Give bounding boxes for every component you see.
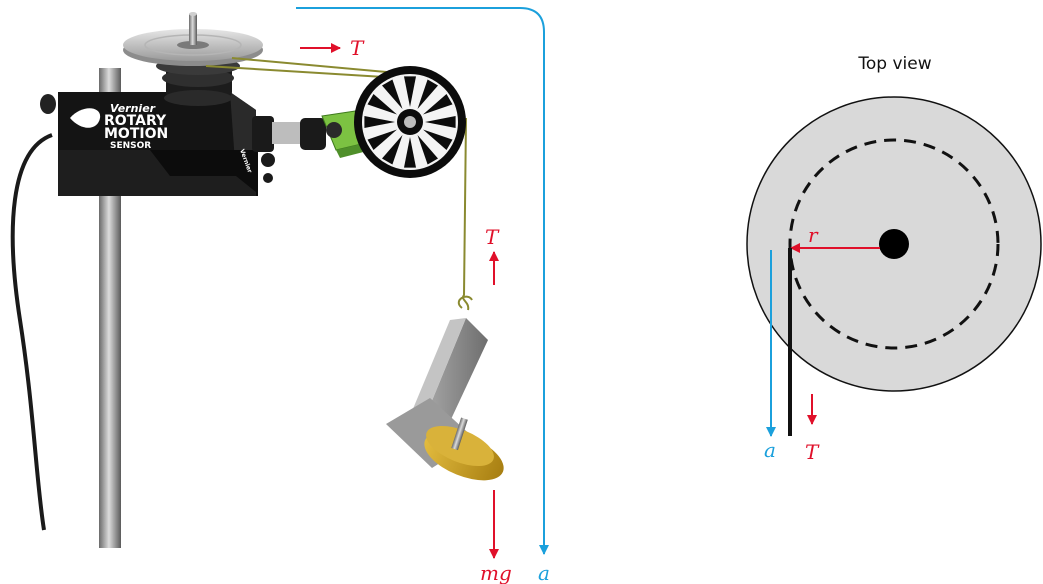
tension-top-label: T	[350, 36, 365, 60]
pulley-spoke	[417, 135, 438, 165]
pulley-spoke	[367, 94, 397, 115]
sensor-label-line2: MOTION	[104, 126, 168, 142]
rotating-platform	[123, 12, 263, 66]
pulley-wheel	[354, 66, 466, 178]
top-view: Top view r a T	[746, 54, 1042, 464]
hanging-mass	[386, 295, 504, 481]
clamp-knob	[40, 94, 56, 114]
string-hanging	[462, 117, 470, 311]
acceleration-path-arrow	[296, 7, 549, 555]
pulley-spoke	[404, 137, 416, 168]
radius-label: r	[808, 223, 819, 247]
weight-label: mg	[480, 561, 512, 584]
pulley-spoke	[364, 116, 395, 128]
acceleration-right-label: a	[764, 438, 776, 462]
pulley-spoke	[423, 129, 453, 150]
pulley-spoke	[382, 135, 403, 165]
apparatus: Vernier ROTARY MOTION SENSOR Vernier	[10, 7, 550, 584]
sensor-label-line1: ROTARY	[104, 113, 167, 129]
tension-hanging-label: T	[485, 225, 500, 249]
top-view-title: Top view	[857, 54, 931, 74]
acceleration-left-label: a	[538, 561, 550, 584]
pulley-spoke	[382, 79, 403, 109]
sensor-label-line3: SENSOR	[110, 141, 151, 151]
pulley-spoke	[417, 79, 438, 109]
pulley-spoke	[367, 129, 397, 150]
pulley-spoke	[404, 76, 416, 107]
sensor-cable	[10, 133, 53, 531]
pulley-spoke	[423, 94, 453, 115]
vernier-logo-icon	[70, 108, 101, 128]
rotary-motion-sensor: Vernier ROTARY MOTION SENSOR Vernier	[58, 92, 275, 196]
axle-dot	[879, 229, 909, 259]
sensor-brand: Vernier	[110, 102, 156, 115]
string	[205, 57, 409, 79]
tension-right-label: T	[805, 440, 820, 464]
pulley-spoke	[425, 116, 456, 128]
step-pulley	[156, 57, 240, 106]
